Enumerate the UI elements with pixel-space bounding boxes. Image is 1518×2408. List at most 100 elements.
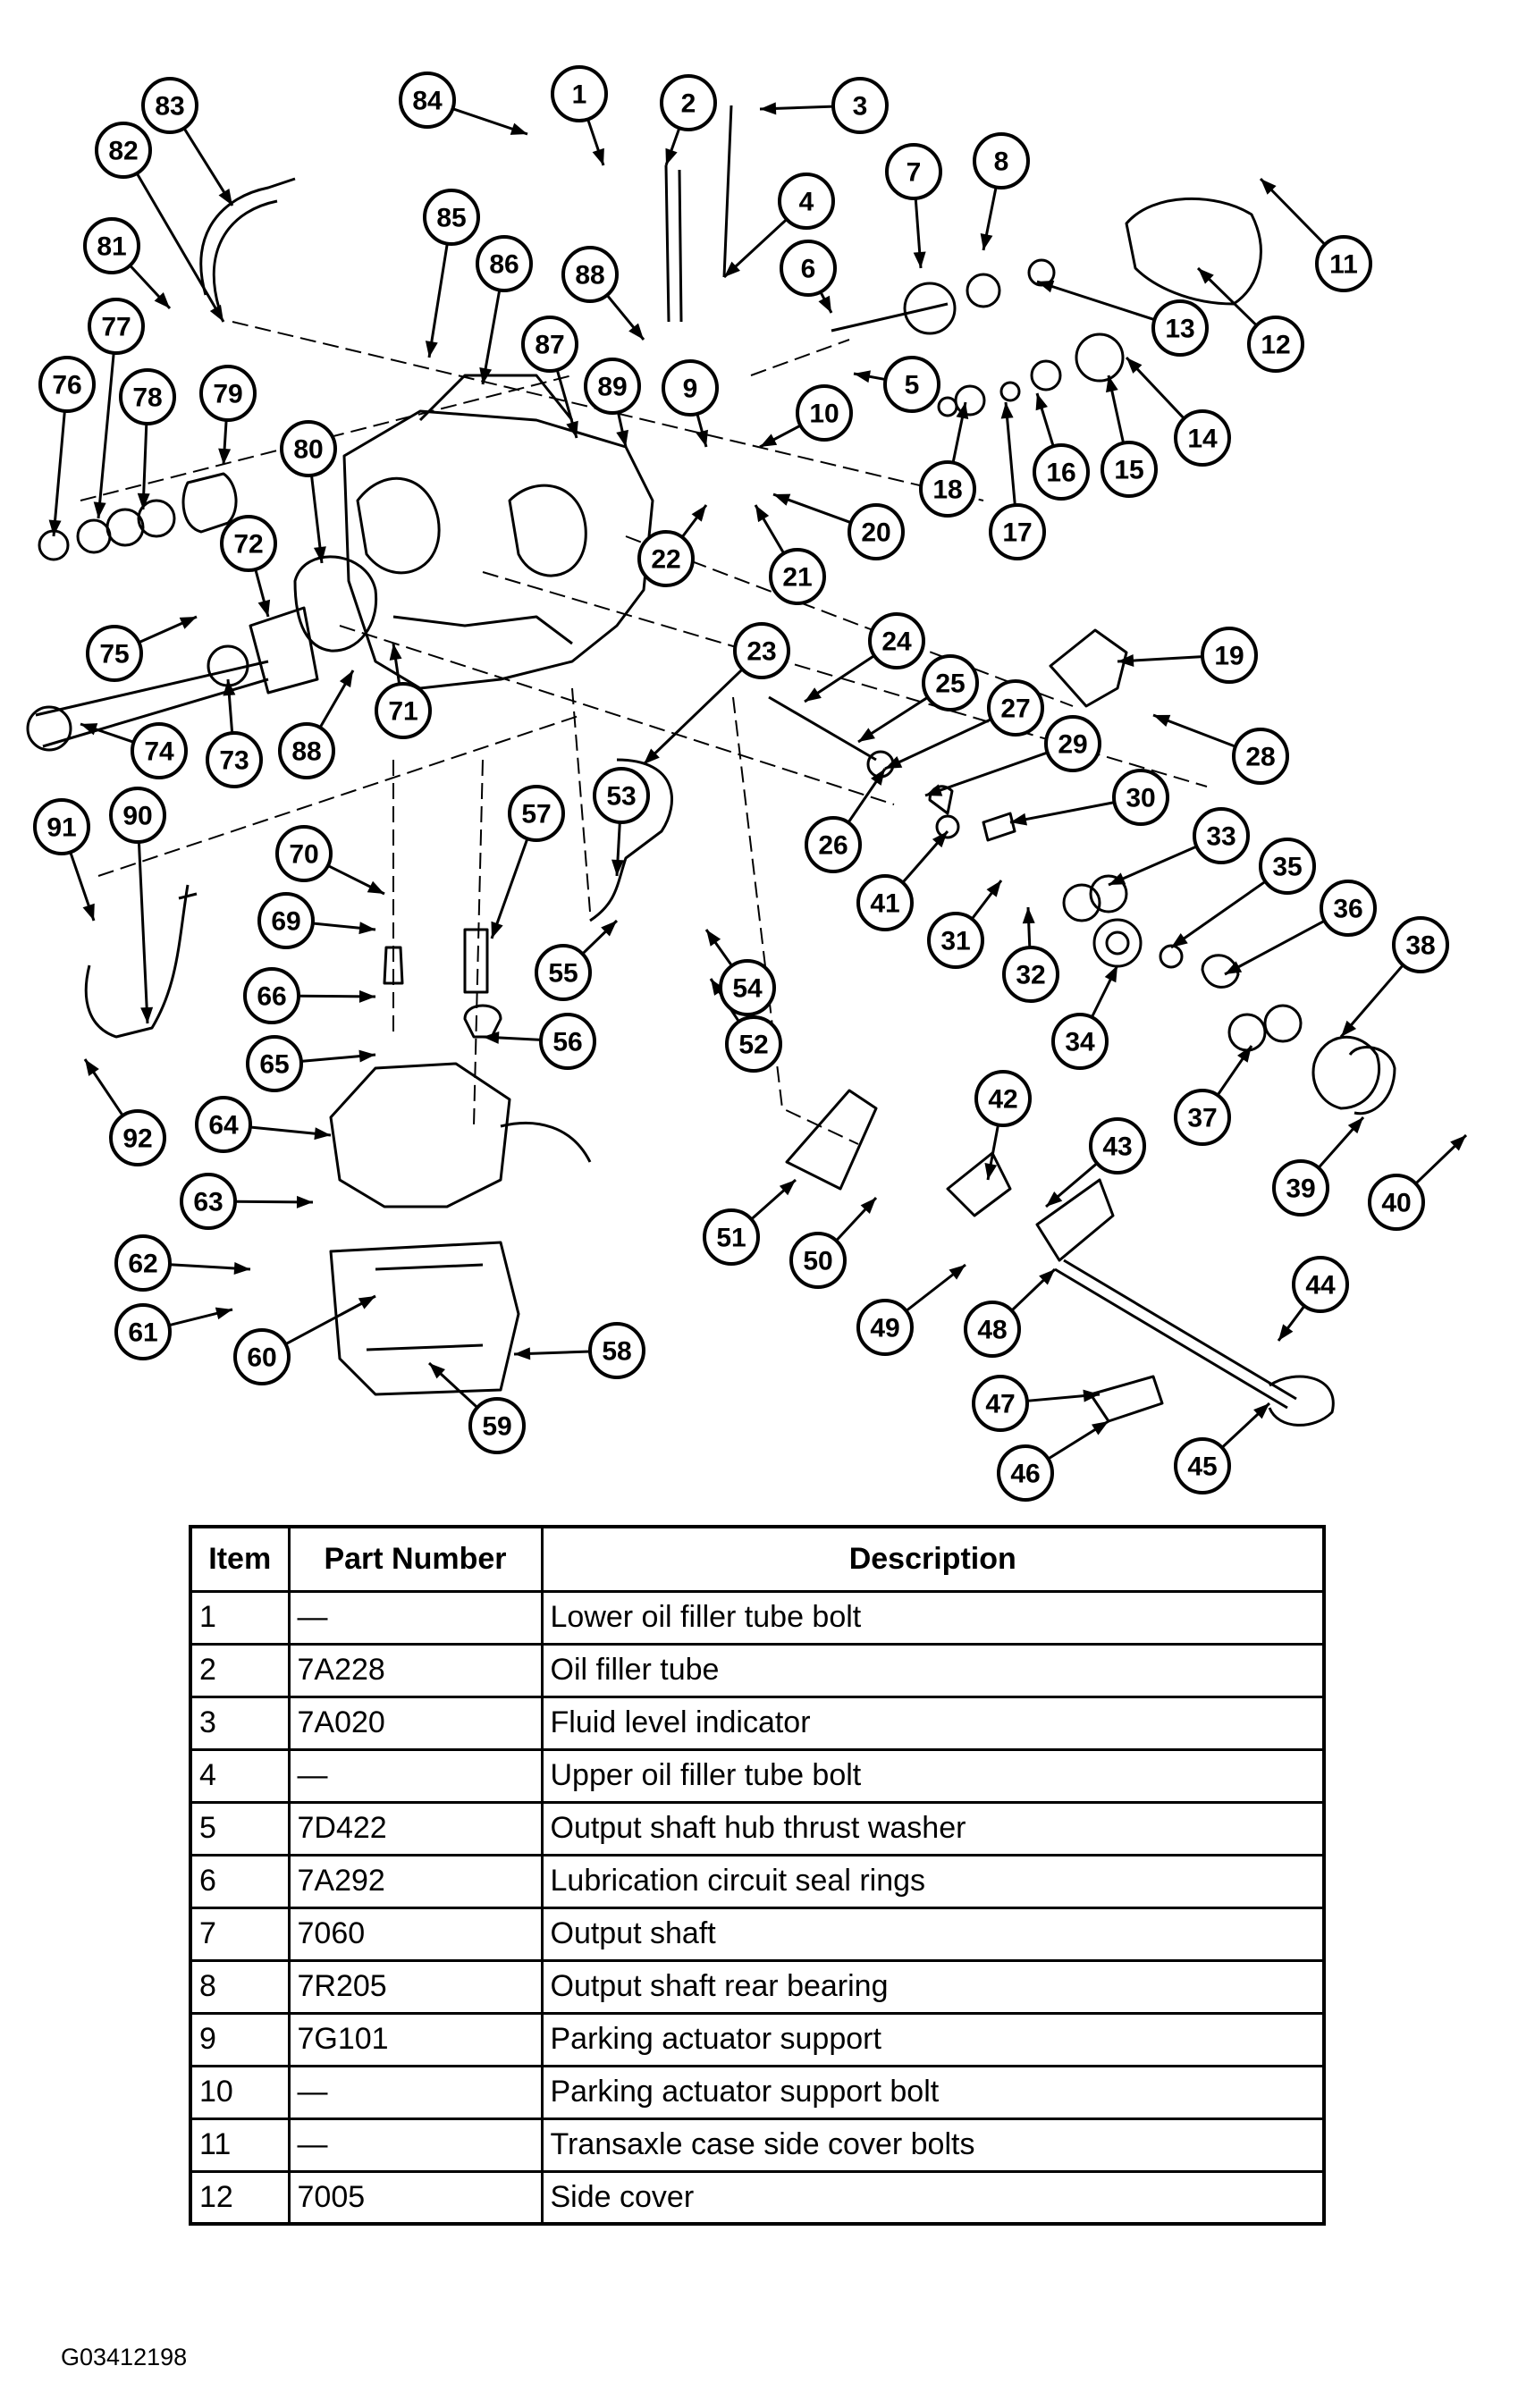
leader-arrow-39 [1347, 1117, 1363, 1134]
callout-number: 48 [977, 1316, 1007, 1345]
callout-number: 59 [482, 1412, 511, 1442]
cell-part-number: 7D422 [287, 1800, 544, 1857]
callout-84: 84 [399, 72, 456, 129]
leader-arrow-77 [93, 501, 106, 518]
leader-arrow-59 [429, 1363, 445, 1379]
manual-shaft [1054, 1259, 1297, 1410]
callout-39: 39 [1272, 1159, 1329, 1217]
callout-circle [885, 143, 942, 200]
callout-44: 44 [1292, 1256, 1349, 1313]
callout-4: 4 [778, 173, 835, 230]
leader-arrow-58 [514, 1347, 531, 1360]
callout-20: 20 [848, 503, 905, 560]
cell-item: 2 [189, 1642, 291, 1698]
cell-item: 3 [189, 1695, 291, 1751]
callout-number: 65 [259, 1050, 289, 1080]
leader-arrow-70 [367, 880, 384, 894]
callout-91: 91 [33, 798, 90, 855]
cell-description: Parking actuator support bolt [540, 2064, 1326, 2120]
callout-circle [637, 530, 695, 587]
callout-circle [989, 503, 1046, 560]
callout-number: 40 [1381, 1189, 1411, 1218]
callout-62: 62 [114, 1234, 172, 1292]
leader-arrow-75 [179, 617, 197, 629]
leader-arrow-33 [1109, 872, 1126, 885]
leader-arrow-44 [1278, 1324, 1294, 1341]
callout-circle [1174, 1437, 1231, 1494]
leader-arrow-53 [611, 859, 624, 876]
callout-1: 1 [551, 65, 608, 122]
leader-arrow-20 [773, 493, 791, 506]
leader-line-76 [52, 410, 66, 537]
leader-arrow-66 [358, 989, 375, 1003]
callout-number: 20 [861, 518, 890, 548]
leader-arrow-27 [885, 756, 903, 769]
callout-circle [1174, 1089, 1231, 1146]
callout-57: 57 [508, 785, 565, 842]
callout-circle [1101, 441, 1158, 498]
callout-circle [275, 825, 333, 882]
callout-number: 50 [803, 1247, 832, 1276]
callout-circle [987, 679, 1044, 737]
leader-arrow-21 [755, 505, 770, 523]
callout-circle [1051, 1013, 1109, 1070]
callout-9: 9 [662, 359, 719, 417]
callout-circle [33, 798, 90, 855]
callout-number: 56 [552, 1028, 582, 1057]
callout-92: 92 [109, 1109, 166, 1166]
leader-line-57 [490, 838, 529, 939]
callout-circle [796, 384, 853, 442]
callout-circle [769, 548, 826, 605]
callout-circle [141, 77, 198, 134]
callout-number: 31 [940, 927, 970, 956]
leader-arrow-1 [592, 147, 604, 165]
callout-45: 45 [1174, 1437, 1231, 1494]
leader-arrow-2 [665, 147, 678, 165]
leader-arrow-13 [1037, 280, 1055, 293]
callout-number: 16 [1046, 459, 1075, 488]
callout-number: 36 [1333, 895, 1362, 924]
callout-81: 81 [83, 217, 140, 274]
cell-item: 5 [189, 1800, 291, 1857]
cell-part-number: — [287, 1589, 544, 1646]
leader-arrow-48 [1039, 1269, 1055, 1285]
callout-circle [593, 767, 650, 824]
callout-number: 81 [97, 232, 126, 262]
callout-circle [1193, 807, 1250, 864]
callout-31: 31 [927, 912, 984, 969]
leader-line-23 [642, 668, 744, 766]
leader-arrow-5 [854, 370, 871, 383]
callout-circle [848, 503, 905, 560]
callout-circle [964, 1301, 1021, 1358]
leader-line-29 [924, 751, 1049, 797]
callout-circle [280, 420, 337, 477]
table-row: 4—Upper oil filler tube bolt [189, 1747, 1326, 1804]
callout-number: 52 [738, 1031, 768, 1060]
cell-description: Fluid level indicator [540, 1695, 1326, 1751]
callout-47: 47 [972, 1375, 1029, 1432]
leader-arrow-42 [984, 1163, 998, 1180]
leader-arrow-7 [913, 251, 926, 268]
cell-description: Side cover [540, 2169, 1326, 2226]
callout-28: 28 [1232, 728, 1289, 785]
callout-85: 85 [423, 189, 480, 246]
callout-53: 53 [593, 767, 650, 824]
leader-arrow-50 [860, 1198, 876, 1214]
leader-arrow-22 [691, 505, 706, 522]
callout-number: 13 [1165, 315, 1194, 344]
callout-circle [551, 65, 608, 122]
callout-circle [95, 122, 152, 179]
servo-cover [1311, 1035, 1381, 1110]
callout-circle [508, 785, 565, 842]
leader-arrow-31 [986, 880, 1001, 897]
callout-number: 44 [1305, 1271, 1336, 1301]
callout-13: 13 [1151, 299, 1209, 357]
cell-item: 7 [189, 1906, 291, 1962]
callout-29: 29 [1044, 715, 1101, 772]
callout-number: 89 [597, 373, 627, 402]
